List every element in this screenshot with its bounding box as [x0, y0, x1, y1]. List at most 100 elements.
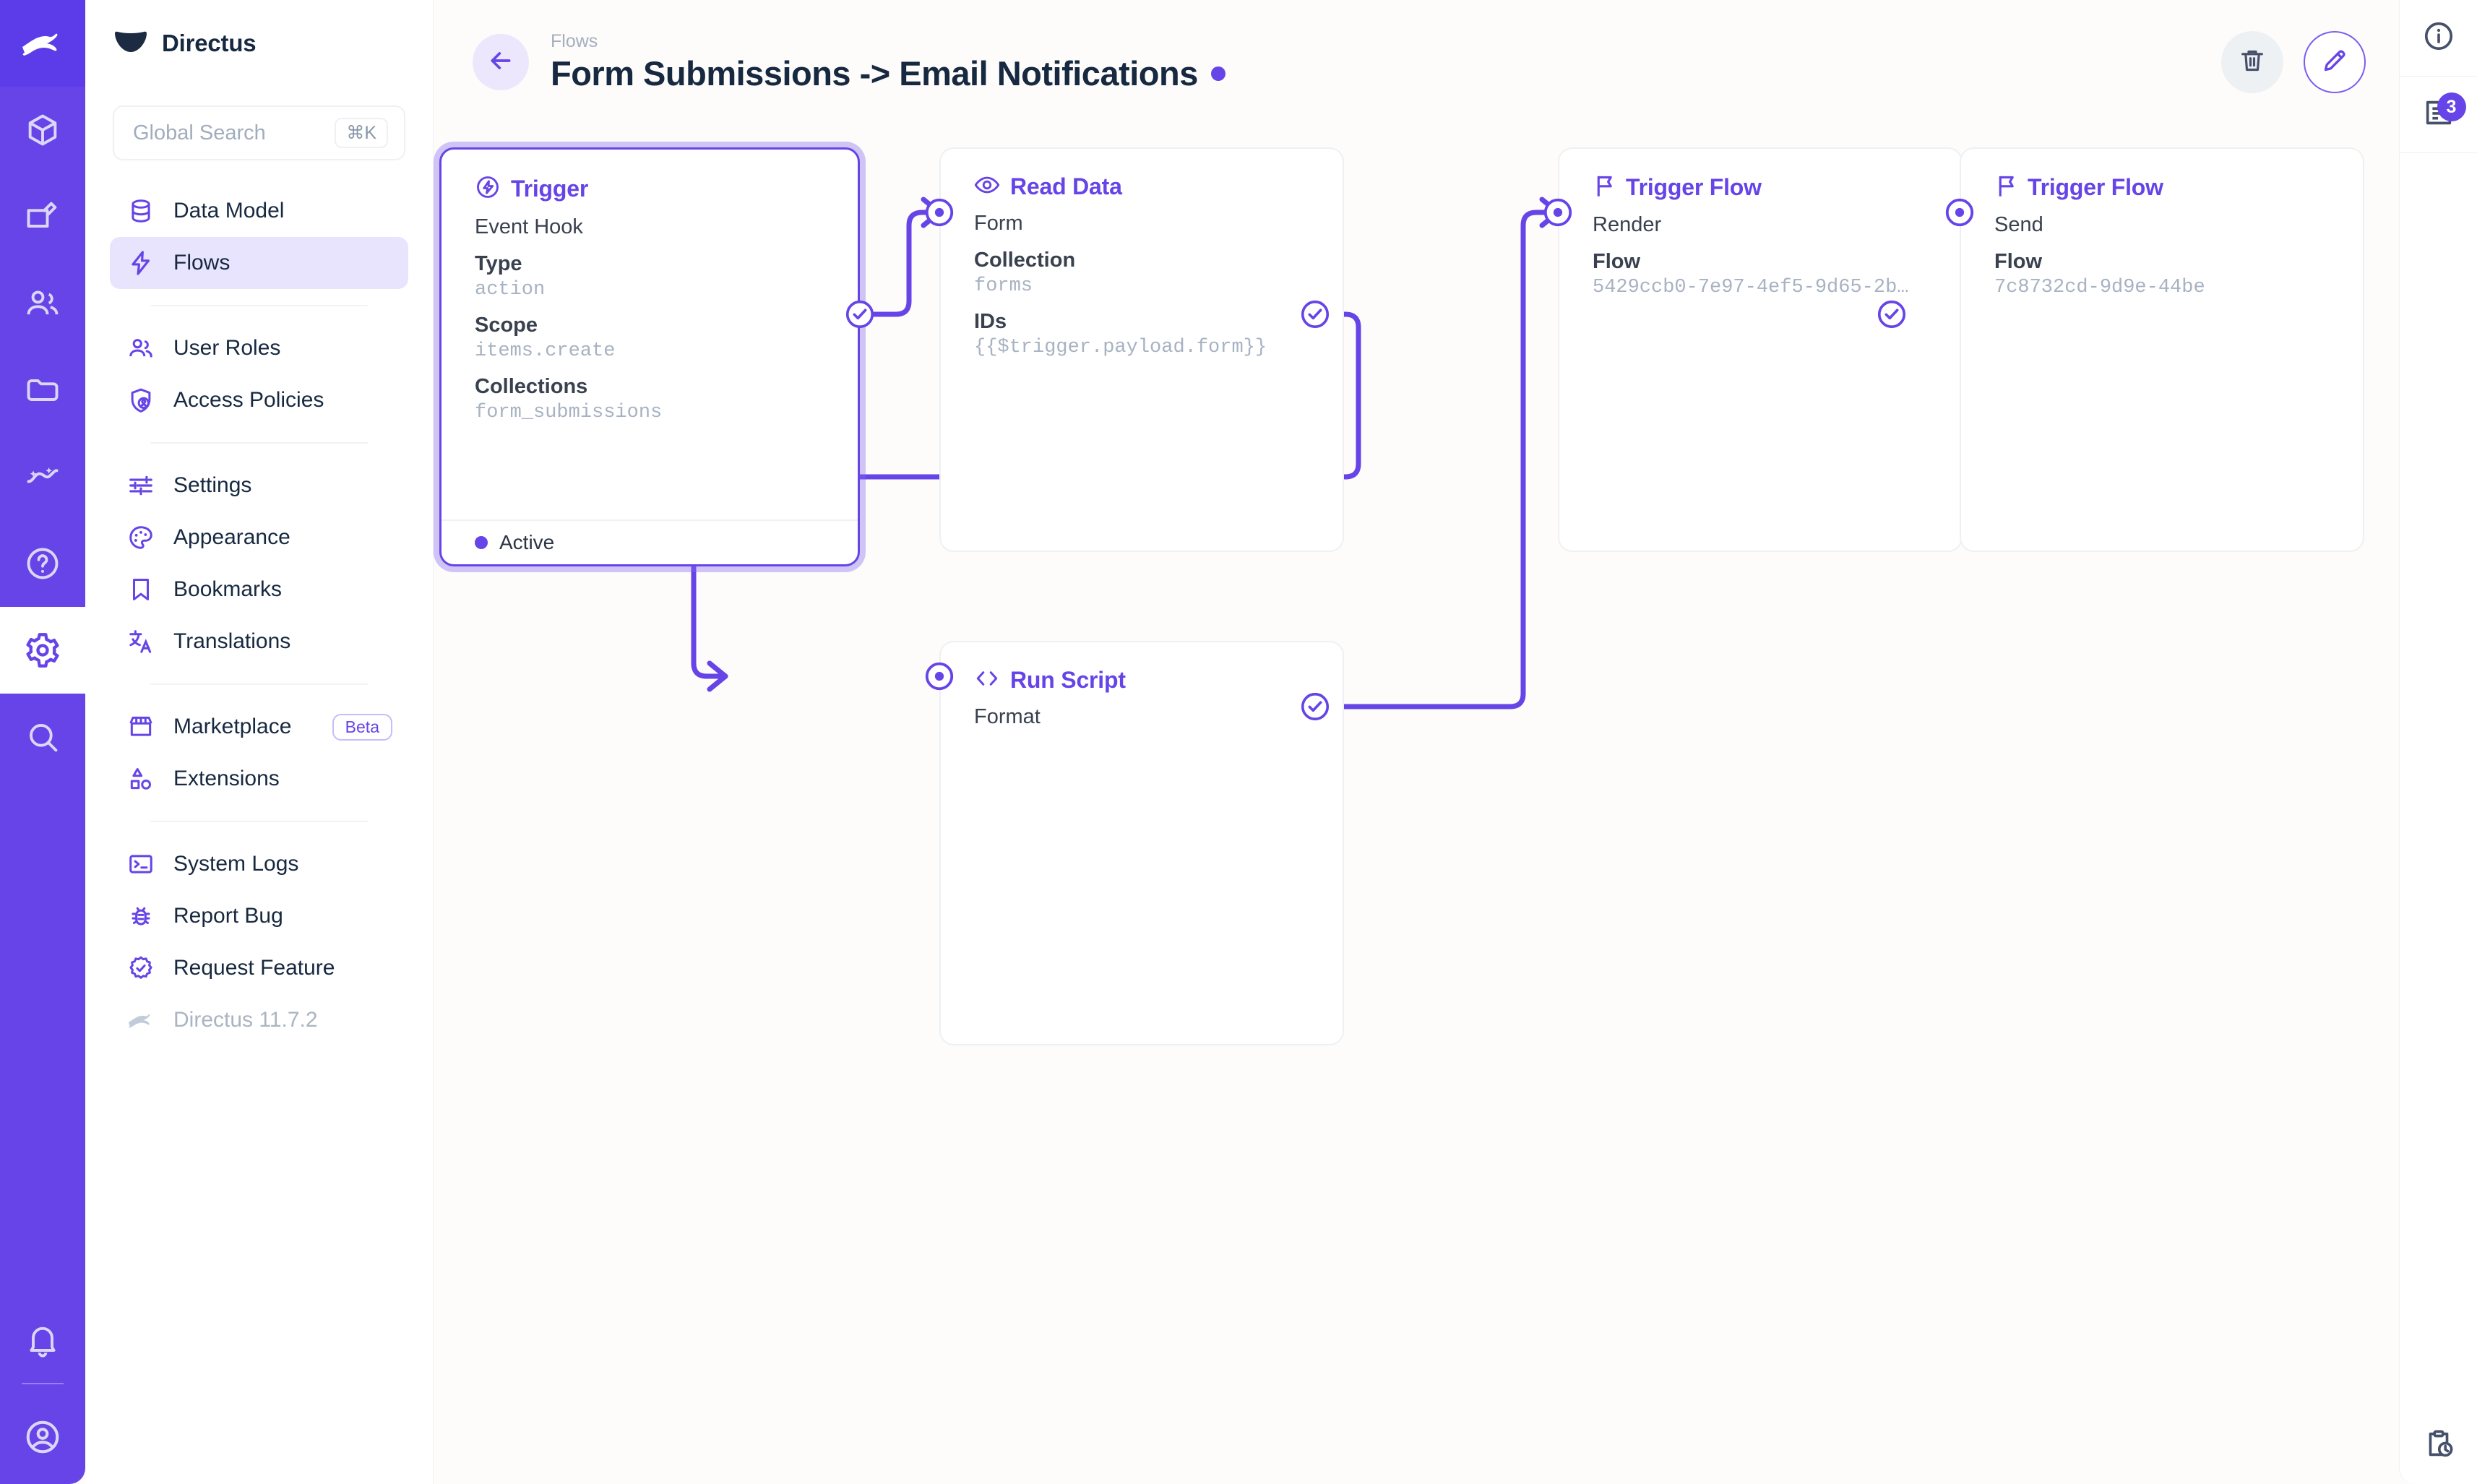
- field-label-collection: Collection: [974, 249, 1076, 272]
- sidebar-item-label: Directus 11.7.2: [173, 1008, 318, 1032]
- module-item-insights[interactable]: [0, 433, 85, 520]
- users-icon: [126, 333, 156, 363]
- terminal-icon: [126, 849, 156, 879]
- revisions-button[interactable]: 3: [2399, 77, 2477, 153]
- handle-run-script-input[interactable]: [923, 660, 956, 693]
- node-subtitle: Send: [1994, 213, 2043, 236]
- bolt-circle-icon: [475, 174, 501, 204]
- global-search-placeholder: Global Search: [133, 121, 266, 144]
- module-item-editor[interactable]: [0, 173, 85, 260]
- module-item-search[interactable]: [0, 694, 85, 780]
- sidebar-item-translations[interactable]: Translations: [110, 616, 408, 668]
- field-label-collections: Collections: [475, 375, 588, 398]
- delete-flow-button[interactable]: [2221, 31, 2283, 93]
- field-value-scope: items.create: [475, 340, 616, 362]
- node-header: Trigger: [441, 150, 858, 204]
- flow-node-trigger-flow-send[interactable]: Trigger Flow Send Flow 7c8732cd-9d9e-44b…: [1960, 147, 2364, 552]
- sidebar-divider: [150, 683, 368, 685]
- sidebar-item-user-roles[interactable]: User Roles: [110, 322, 408, 374]
- settings-sidebar: Directus Global Search ⌘K Data Model: [85, 0, 434, 1484]
- bookmark-icon: [126, 574, 156, 605]
- field-value-type: action: [475, 279, 546, 301]
- handle-read-data-input[interactable]: [923, 196, 956, 229]
- info-circle-icon: [2422, 20, 2455, 56]
- field-label-scope: Scope: [475, 314, 538, 337]
- sidebar-item-label: Request Feature: [173, 956, 335, 980]
- info-button[interactable]: [2399, 0, 2477, 77]
- handle-trigger-flow-render-resolve[interactable]: [1875, 298, 1908, 331]
- node-title: Trigger Flow: [2028, 174, 2163, 200]
- node-body: Event Hook Type action Scope items.creat…: [441, 204, 858, 423]
- notifications-button[interactable]: [0, 1305, 85, 1377]
- flow-canvas[interactable]: Trigger Event Hook Type action Scope ite…: [434, 124, 2399, 1484]
- handle-trigger-flow-render-input[interactable]: [1541, 196, 1574, 229]
- sidebar-item-data-model[interactable]: Data Model: [110, 185, 408, 237]
- module-item-settings[interactable]: [0, 607, 85, 694]
- sidebar-item-label: Extensions: [173, 767, 280, 790]
- node-title: Trigger Flow: [1626, 174, 1762, 200]
- module-item-users[interactable]: [0, 260, 85, 347]
- field-label-flow: Flow: [1994, 250, 2043, 273]
- flow-node-trigger[interactable]: Trigger Event Hook Type action Scope ite…: [439, 147, 860, 566]
- shield-user-icon: [126, 385, 156, 415]
- right-sidebar: 3: [2399, 0, 2477, 1484]
- sidebar-item-marketplace[interactable]: Marketplace Beta: [110, 701, 408, 753]
- node-title: Read Data: [1010, 173, 1122, 199]
- active-status-label: Active: [499, 531, 555, 553]
- node-header: Run Script: [941, 642, 1343, 694]
- sidebar-item-settings[interactable]: Settings: [110, 460, 408, 512]
- sidebar-item-flows[interactable]: Flows: [110, 237, 408, 289]
- pencil-icon: [2320, 46, 2349, 79]
- directus-rabbit-logo-icon[interactable]: [0, 0, 85, 87]
- sidebar-item-label: Marketplace: [173, 715, 292, 738]
- account-button[interactable]: [0, 1390, 85, 1484]
- field-label-flow: Flow: [1593, 250, 1641, 273]
- sidebar-item-label: Data Model: [173, 199, 285, 223]
- sidebar-item-bookmarks[interactable]: Bookmarks: [110, 564, 408, 616]
- node-header: Trigger Flow: [1559, 149, 1961, 202]
- sidebar-item-label: Settings: [173, 473, 252, 497]
- sidebar-item-report-bug[interactable]: Report Bug: [110, 890, 408, 942]
- field-value-collections: form_submissions: [475, 402, 663, 423]
- translate-icon: [126, 626, 156, 657]
- handle-read-data-resolve[interactable]: [1298, 298, 1332, 331]
- flow-node-read-data[interactable]: Read Data Form Collection forms IDs {{$t…: [939, 147, 1344, 552]
- sidebar-header: Directus: [85, 0, 433, 87]
- badge-check-icon: [126, 953, 156, 983]
- edit-flow-button[interactable]: [2304, 31, 2366, 93]
- node-subtitle: Form: [974, 212, 1023, 235]
- global-search-input[interactable]: Global Search ⌘K: [113, 105, 405, 160]
- node-status-footer: Active: [441, 519, 858, 564]
- sidebar-item-extensions[interactable]: Extensions: [110, 753, 408, 805]
- field-label-ids: IDs: [974, 310, 1007, 333]
- sidebar-item-label: Bookmarks: [173, 577, 283, 601]
- module-item-files[interactable]: [0, 347, 85, 433]
- sidebar-item-access-policies[interactable]: Access Policies: [110, 374, 408, 426]
- handle-run-script-resolve[interactable]: [1298, 690, 1332, 723]
- back-button[interactable]: [473, 34, 529, 90]
- activity-log-button[interactable]: [2400, 1407, 2477, 1484]
- handle-trigger-resolve[interactable]: [843, 298, 876, 331]
- trash-icon: [2238, 46, 2267, 79]
- flow-node-run-script[interactable]: Run Script Format: [939, 641, 1344, 1045]
- sidebar-item-request-feature[interactable]: Request Feature: [110, 942, 408, 994]
- module-item-content[interactable]: [0, 87, 85, 173]
- module-item-help[interactable]: [0, 520, 85, 607]
- active-status-dot: [475, 536, 488, 549]
- breadcrumb[interactable]: Flows: [551, 31, 598, 51]
- node-body: Format: [941, 694, 1343, 729]
- shapes-icon: [126, 764, 156, 794]
- sidebar-item-label: Appearance: [173, 525, 290, 549]
- storefront-icon: [126, 712, 156, 742]
- marketplace-beta-badge: Beta: [332, 713, 392, 741]
- sidebar-item-system-logs[interactable]: System Logs: [110, 838, 408, 890]
- sidebar-item-appearance[interactable]: Appearance: [110, 512, 408, 564]
- revisions-count-badge: 3: [2437, 92, 2466, 121]
- handle-trigger-flow-send-input[interactable]: [1943, 196, 1976, 229]
- sidebar-divider: [150, 821, 368, 822]
- field-value-collection: forms: [974, 275, 1033, 297]
- bolt-icon: [126, 248, 156, 278]
- palette-icon: [126, 522, 156, 553]
- flow-node-trigger-flow-render[interactable]: Trigger Flow Render Flow 5429ccb0-7e97-4…: [1558, 147, 1963, 552]
